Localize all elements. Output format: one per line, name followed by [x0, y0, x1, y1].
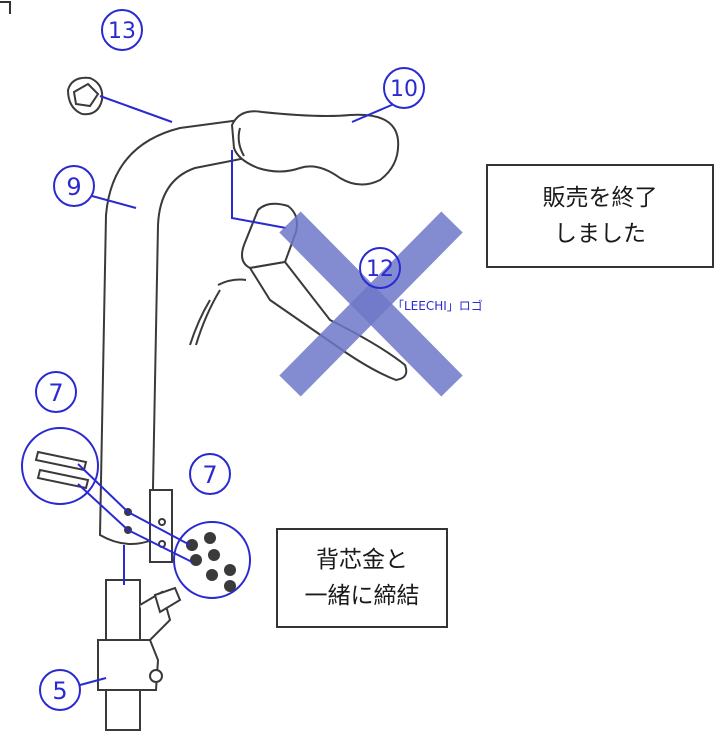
callout-12: 12	[359, 247, 401, 289]
leader-lines	[77, 95, 395, 686]
discontinued-note-text: 販売を終了 しました	[542, 185, 658, 247]
svg-text:7: 7	[202, 461, 217, 489]
callout-7-nuts: 7	[189, 453, 231, 495]
discontinued-note: 販売を終了 しました	[486, 164, 714, 268]
discontinued-cross	[279, 211, 463, 397]
callout-13: 13	[101, 9, 143, 51]
handle-pipe	[98, 118, 248, 545]
end-cap	[66, 76, 104, 116]
callout-9: 9	[53, 165, 95, 207]
fasten-note-text: 背芯金と 一緒に締結	[304, 547, 420, 609]
svg-text:12: 12	[366, 257, 394, 282]
fasten-note: 背芯金と 一緒に締結	[276, 528, 448, 628]
callout-7-bolts: 7	[35, 371, 77, 413]
bolts-detail	[21, 427, 99, 505]
svg-text:13: 13	[108, 19, 136, 44]
svg-text:5: 5	[52, 677, 67, 705]
handle-grip	[230, 110, 400, 186]
callout-10: 10	[383, 67, 425, 109]
svg-text:9: 9	[66, 173, 81, 201]
callout-5: 5	[39, 669, 81, 711]
nuts-detail	[173, 521, 251, 599]
svg-text:10: 10	[390, 77, 418, 102]
lower-tube-clamp	[97, 579, 182, 731]
logo-label: 「LEECHI」ロゴ	[392, 298, 483, 313]
frame-corner	[0, 1, 11, 14]
svg-text:7: 7	[48, 379, 63, 407]
